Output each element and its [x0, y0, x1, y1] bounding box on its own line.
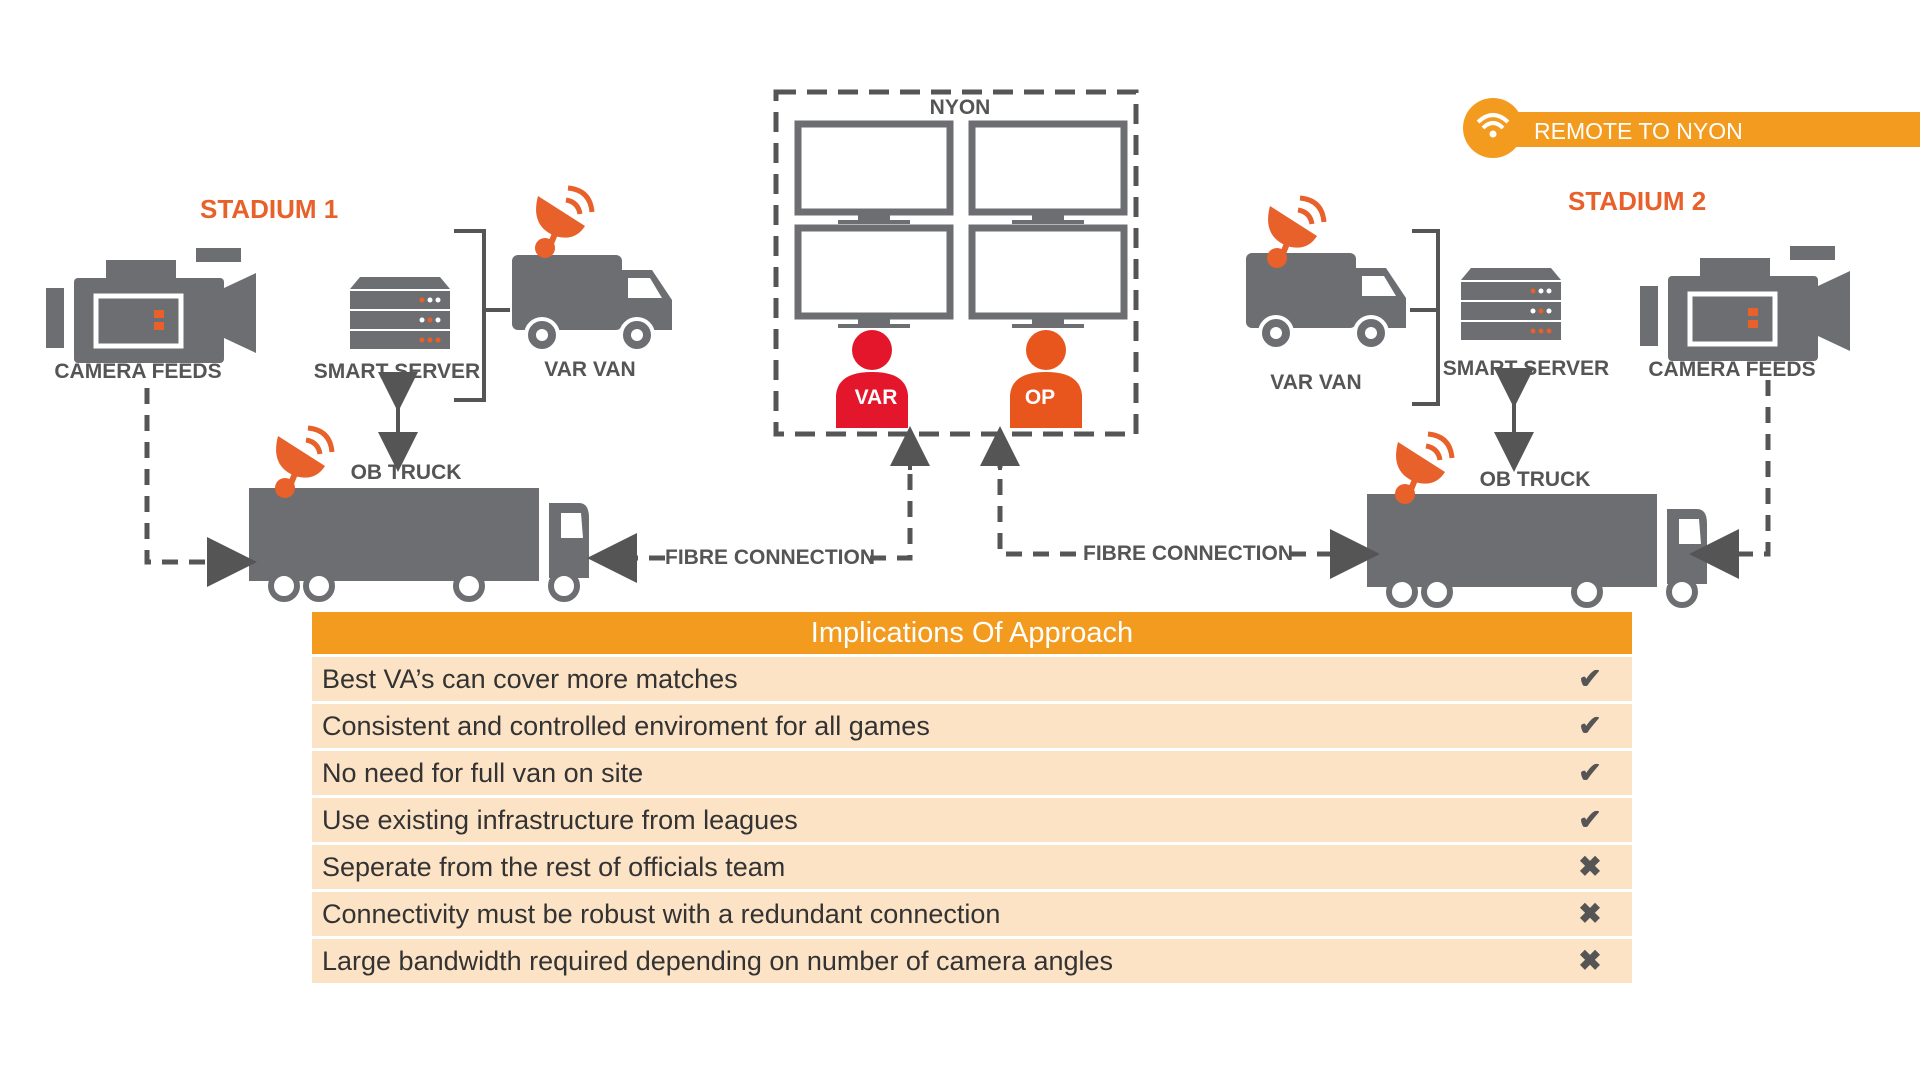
monitor-icon [798, 228, 950, 328]
var-person-label: VAR [855, 386, 898, 409]
stadium-2-camera-label: CAMERA FEEDS [1648, 358, 1815, 381]
table-header: Implications Of Approach [312, 612, 1632, 654]
check-icon: ✔ [1578, 663, 1602, 694]
remote-to-nyon-badge: REMOTE TO NYON [1463, 98, 1920, 158]
stadium-1-truck-label: OB TRUCK [351, 461, 462, 484]
table-row: Connectivity must be robust with a redun… [312, 892, 1632, 936]
fibre-line [997, 452, 1080, 557]
camera-feed-line [1689, 380, 1771, 579]
check-icon: ✔ [1578, 710, 1602, 741]
van-icon [1244, 251, 1408, 351]
table-row: Seperate from the rest of officials team… [312, 845, 1632, 889]
monitor-icon [798, 124, 950, 224]
stadium-1-van-label: VAR VAN [544, 358, 635, 381]
stadium-2-truck-label: OB TRUCK [1480, 468, 1591, 491]
fibre-line [870, 447, 913, 561]
var-person-icon: VAR [836, 330, 908, 428]
table-row: Consistent and controlled enviroment for… [312, 704, 1632, 748]
stadium-1-server-label: SMART SERVER [314, 360, 480, 383]
server-icon [1461, 268, 1561, 340]
stadium-1-camera-label: CAMERA FEEDS [54, 360, 221, 383]
server-icon [350, 277, 450, 349]
wifi-icon [1463, 98, 1523, 158]
row-text: No need for full van on site [322, 758, 644, 788]
stadium-2-fibre-label: FIBRE CONNECTION [1083, 542, 1293, 565]
row-text: Consistent and controlled enviroment for… [322, 711, 930, 741]
row-text: Seperate from the rest of officials team [322, 852, 786, 882]
cross-icon: ✖ [1578, 945, 1602, 976]
implications-table: Implications Of Approach Best VA’s can c… [312, 612, 1632, 983]
stadium-1-title: STADIUM 1 [200, 194, 338, 224]
check-icon: ✔ [1578, 804, 1602, 835]
satellite-dish-icon [1395, 434, 1452, 504]
nyon-label: NYON [930, 96, 991, 119]
op-person-label: OP [1025, 386, 1055, 409]
monitor-icon [972, 228, 1124, 328]
camera-feed-line [144, 388, 257, 587]
stadium-1-fibre-label: FIBRE CONNECTION [665, 546, 875, 569]
cross-icon: ✖ [1578, 851, 1602, 882]
bracket [1410, 229, 1440, 406]
row-text: Connectivity must be robust with a redun… [322, 899, 1001, 929]
satellite-dish-icon [535, 188, 592, 258]
bracket [454, 229, 510, 402]
stadium-2-server-label: SMART SERVER [1443, 357, 1609, 380]
stadium-2-van-label: VAR VAN [1270, 371, 1361, 394]
table-row: Use existing infrastructure from leagues… [312, 798, 1632, 842]
table-row: No need for full van on site ✔ [312, 751, 1632, 795]
row-text: Use existing infrastructure from leagues [322, 805, 798, 835]
truck-icon [1367, 494, 1707, 605]
camera-icon [46, 248, 256, 363]
badge-label: REMOTE TO NYON [1534, 118, 1743, 144]
monitor-icon [972, 124, 1124, 224]
van-icon [510, 253, 674, 353]
row-text: Large bandwidth required depending on nu… [322, 946, 1114, 976]
badge-bar [1495, 112, 1920, 147]
satellite-dish-icon [275, 428, 332, 498]
row-text: Best VA’s can cover more matches [322, 664, 738, 694]
check-icon: ✔ [1578, 757, 1602, 788]
camera-icon [1640, 246, 1850, 361]
table-row: Best VA’s can cover more matches ✔ [312, 657, 1632, 701]
op-person-icon: OP [1010, 330, 1082, 428]
table-row: Large bandwidth required depending on nu… [312, 939, 1632, 983]
stadium-2-title: STADIUM 2 [1568, 186, 1706, 216]
cross-icon: ✖ [1578, 898, 1602, 929]
truck-icon [249, 488, 589, 599]
nyon-box [773, 89, 1139, 437]
